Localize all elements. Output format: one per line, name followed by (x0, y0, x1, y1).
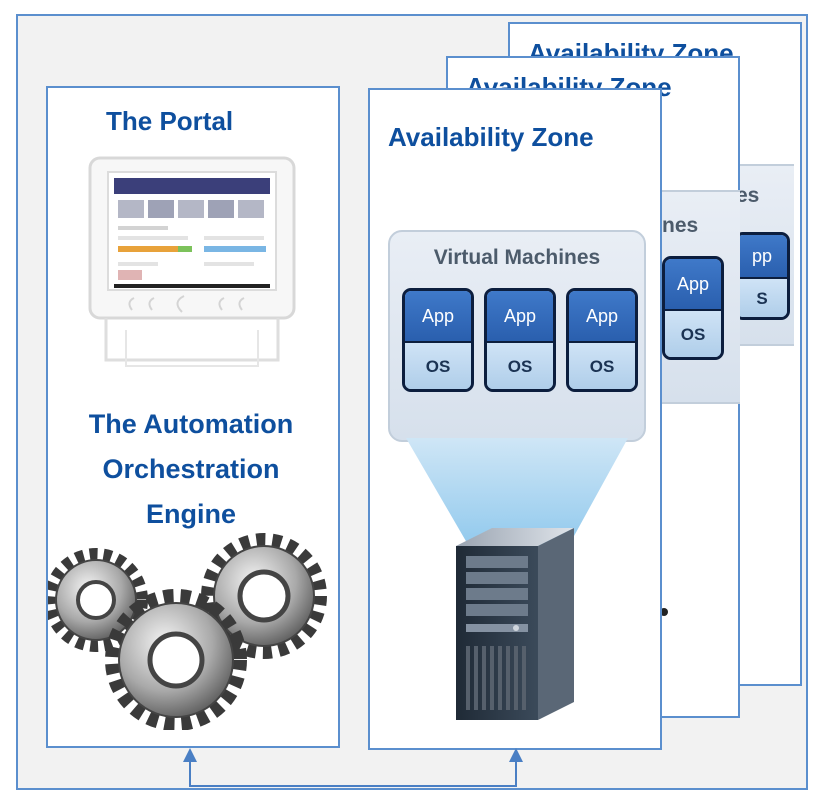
vm-3: App OS (566, 288, 638, 392)
vm-3-os-label: OS (569, 343, 635, 389)
vm-1: App OS (402, 288, 474, 392)
virtual-machines-title: Virtual Machines (433, 246, 601, 269)
gear-small (48, 548, 148, 652)
virtual-machines-back-title: es (736, 184, 760, 207)
portal-title: The Portal (106, 106, 234, 136)
gear-right (201, 533, 327, 659)
gears-icon (48, 533, 327, 730)
vm-back-app-label: pp (737, 235, 787, 279)
virtual-machines-middle-title: nes (662, 214, 699, 237)
vm-middle-os-label: OS (665, 311, 721, 357)
engine-title-line-1: The Automation (88, 409, 294, 439)
vm-1-app-label: App (405, 291, 471, 343)
vm-middle-1: App OS (662, 256, 724, 360)
portal-panel: The Portal (46, 86, 340, 748)
engine-title-line-2: Orchestration (102, 454, 280, 484)
middle-zone-fragment-dot (660, 608, 668, 616)
availability-zone-front-panel: Availability Zone Virtual Machines App O… (368, 88, 662, 750)
vm-2: App OS (484, 288, 556, 392)
gear-large (105, 589, 247, 730)
vm-back-os-label: S (737, 279, 787, 317)
vm-middle-app-label: App (665, 259, 721, 311)
monitor-icon (88, 156, 296, 367)
availability-zone-front-title: Availability Zone (388, 122, 594, 152)
virtual-machines-middle-box: nes App OS (648, 190, 740, 404)
server-tower-icon (456, 528, 574, 720)
virtual-machines-box: Virtual Machines App OS App OS App OS (388, 230, 646, 442)
vm-back-1: pp S (734, 232, 790, 320)
vm-2-app-label: App (487, 291, 553, 343)
vm-1-os-label: OS (405, 343, 471, 389)
engine-title-line-3: Engine (145, 499, 236, 529)
vm-2-os-label: OS (487, 343, 553, 389)
vm-3-app-label: App (569, 291, 635, 343)
